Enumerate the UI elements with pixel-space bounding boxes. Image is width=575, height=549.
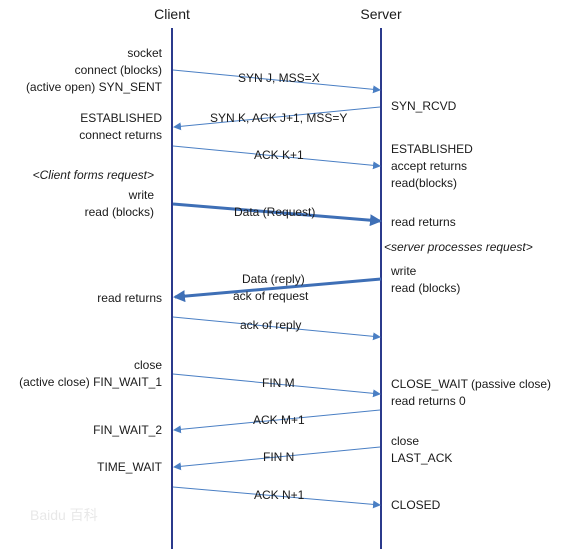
server-read-blocks-label: read(blocks) bbox=[391, 176, 457, 190]
fin-m-arrow bbox=[172, 373, 381, 398]
data-request-label: Data (Request) bbox=[234, 205, 315, 219]
server-header: Server bbox=[360, 6, 402, 22]
ack-n1-arrow bbox=[172, 486, 381, 509]
ack-k1-label: ACK K+1 bbox=[254, 148, 304, 162]
client-connect-label: connect (blocks) bbox=[75, 63, 162, 77]
ack-m1-arrow bbox=[173, 409, 381, 434]
client-established-label: ESTABLISHED bbox=[80, 111, 162, 125]
client-read-blocks-label: read (blocks) bbox=[85, 205, 154, 219]
server-read-returns-label: read returns bbox=[391, 215, 456, 229]
data-request-arrow bbox=[172, 202, 382, 227]
server-read-blocks-2-label: read (blocks) bbox=[391, 281, 460, 295]
fin-m-label: FIN M bbox=[262, 376, 295, 390]
syn-k-label: SYN K, ACK J+1, MSS=Y bbox=[210, 111, 347, 125]
server-syn-rcvd-label: SYN_RCVD bbox=[391, 99, 457, 113]
ack-of-reply-label: ack of reply bbox=[240, 318, 301, 332]
syn-k-arrow bbox=[173, 106, 381, 131]
client-close-label: close bbox=[134, 358, 162, 372]
client-time-wait-label: TIME_WAIT bbox=[97, 460, 163, 474]
server-processes-label: <server processes request> bbox=[384, 240, 533, 254]
data-reply-arrow bbox=[173, 277, 382, 303]
data-reply-label: Data (reply) bbox=[242, 272, 305, 286]
server-close-wait-label: CLOSE_WAIT (passive close) bbox=[391, 377, 551, 391]
client-read-returns-label: read returns bbox=[97, 291, 162, 305]
syn-j-arrow bbox=[172, 69, 381, 94]
fin-n-arrow bbox=[173, 446, 381, 471]
ack-k1-arrow bbox=[172, 145, 381, 170]
client-connect-returns-label: connect returns bbox=[79, 128, 162, 142]
fin-n-label: FIN N bbox=[263, 450, 294, 464]
server-closed-label: CLOSED bbox=[391, 498, 441, 512]
client-fin-wait-1-label: (active close) FIN_WAIT_1 bbox=[19, 375, 162, 389]
client-forms-request-label: <Client forms request> bbox=[33, 168, 154, 182]
client-fin-wait-2-label: FIN_WAIT_2 bbox=[93, 423, 162, 437]
ack-of-request-label: ack of request bbox=[233, 289, 309, 303]
server-write-label: write bbox=[390, 264, 417, 278]
server-last-ack-label: LAST_ACK bbox=[391, 451, 452, 465]
server-close-label: close bbox=[391, 434, 419, 448]
client-write-label: write bbox=[128, 188, 155, 202]
server-read-returns-0-label: read returns 0 bbox=[391, 394, 466, 408]
client-header: Client bbox=[154, 6, 190, 22]
ack-n1-label: ACK N+1 bbox=[254, 488, 305, 502]
ack-m1-label: ACK M+1 bbox=[253, 413, 305, 427]
server-accept-returns-label: accept returns bbox=[391, 159, 467, 173]
client-syn-sent-label: (active open) SYN_SENT bbox=[26, 80, 163, 94]
server-established-label: ESTABLISHED bbox=[391, 142, 473, 156]
watermark: Baidu 百科 bbox=[30, 507, 98, 523]
ack-of-reply-arrow bbox=[172, 316, 381, 341]
syn-j-label: SYN J, MSS=X bbox=[238, 71, 320, 85]
client-socket-label: socket bbox=[127, 46, 162, 60]
